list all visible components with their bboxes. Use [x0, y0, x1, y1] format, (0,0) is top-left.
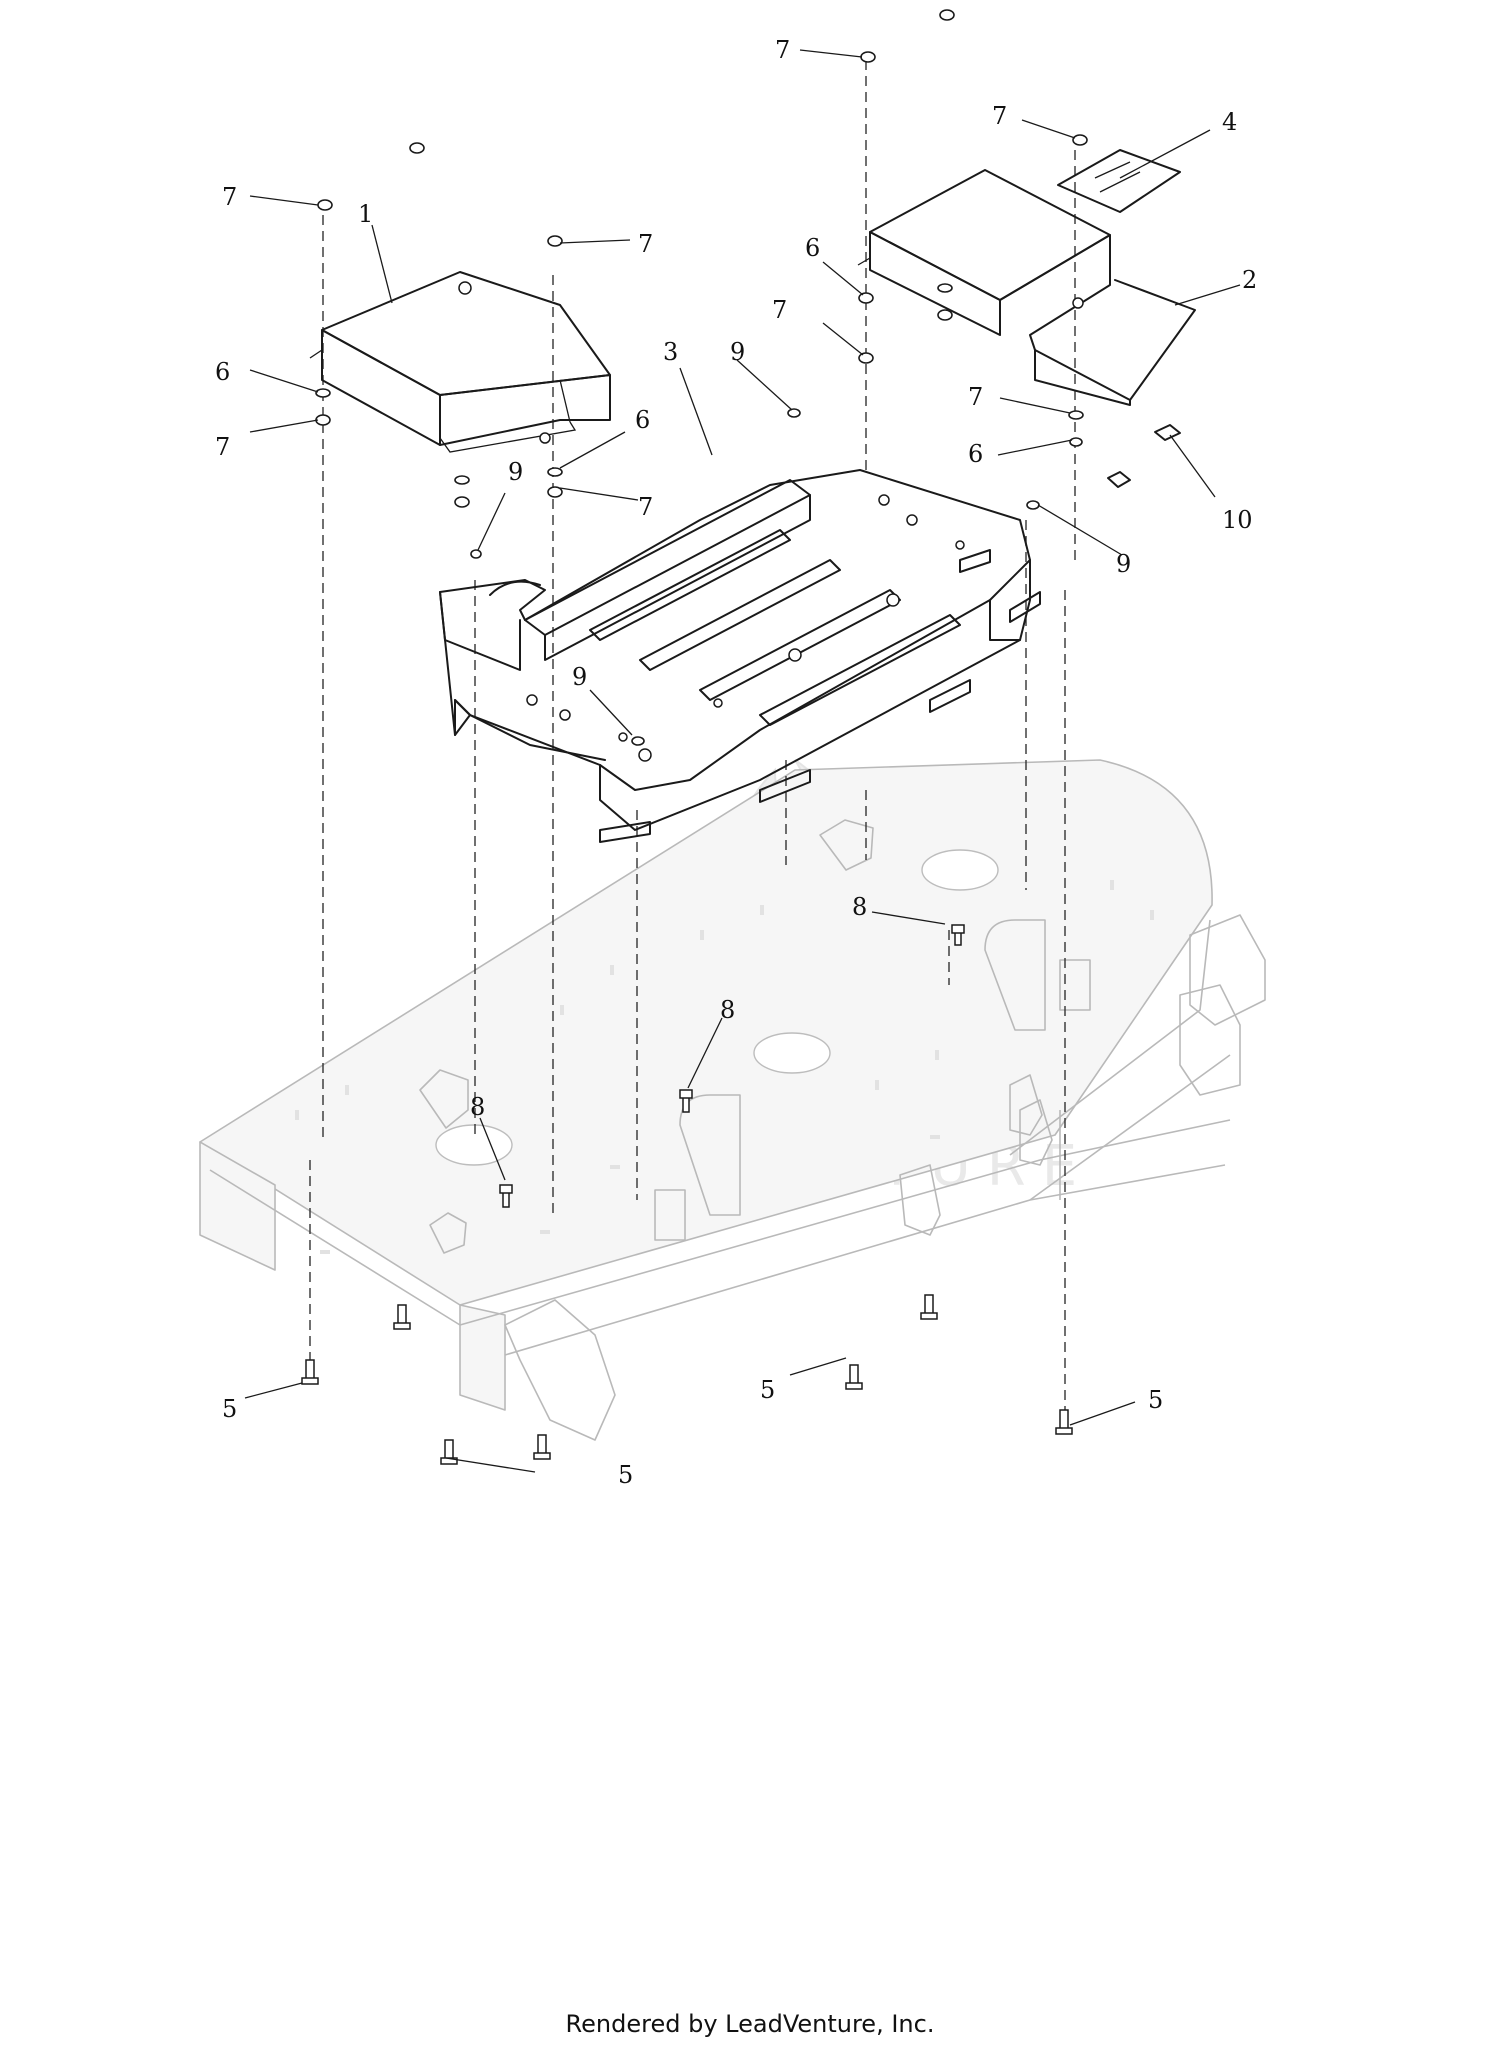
- leader-lines: [244, 49, 1241, 1473]
- callout-label: 10: [1222, 506, 1253, 534]
- callout-label: 8: [470, 1093, 485, 1121]
- callout-label: 6: [968, 440, 983, 468]
- hardware: [301, 9, 1088, 1465]
- callout-label: 6: [215, 358, 230, 386]
- callout-label: 7: [968, 383, 983, 411]
- callouts: 7 7 7 4 1 7 6 7 2 6 7 9 3 7 6 6 9 7 10 9…: [215, 36, 1257, 1489]
- callout-label: 6: [805, 234, 820, 262]
- part-4-shim-plate: [1057, 149, 1181, 213]
- part-3-frame-plate: [439, 469, 1041, 843]
- callout-label: 7: [638, 493, 653, 521]
- callout-label: 9: [730, 338, 745, 366]
- callout-label: 1: [358, 200, 373, 228]
- part-1-left-cover: [309, 271, 611, 453]
- callout-label: 3: [663, 338, 678, 366]
- callout-label: 7: [775, 36, 790, 64]
- callout-label: 8: [852, 893, 867, 921]
- callout-label: 4: [1222, 108, 1237, 136]
- callout-label: 7: [215, 433, 230, 461]
- callout-label: 5: [618, 1461, 633, 1489]
- callout-label: 5: [1148, 1386, 1163, 1414]
- callout-label: 9: [572, 663, 587, 691]
- callout-label: 9: [508, 458, 523, 486]
- callout-label: 6: [635, 406, 650, 434]
- callout-label: 7: [638, 230, 653, 258]
- assembly-axes: [309, 60, 1076, 1420]
- callout-label: 7: [992, 102, 1007, 130]
- callout-label: 5: [222, 1395, 237, 1423]
- callout-label: 2: [1242, 266, 1257, 294]
- callout-label: 7: [222, 183, 237, 211]
- callout-label: 5: [760, 1376, 775, 1404]
- part-2-right-cover: [857, 169, 1196, 406]
- footer-credit: Rendered by LeadVenture, Inc.: [565, 2010, 935, 2038]
- callout-label: 8: [720, 996, 735, 1024]
- callout-label: 9: [1116, 550, 1131, 578]
- mower-deck: [199, 759, 1266, 1441]
- callout-label: 7: [772, 296, 787, 324]
- part-10-spacer: [1107, 424, 1181, 488]
